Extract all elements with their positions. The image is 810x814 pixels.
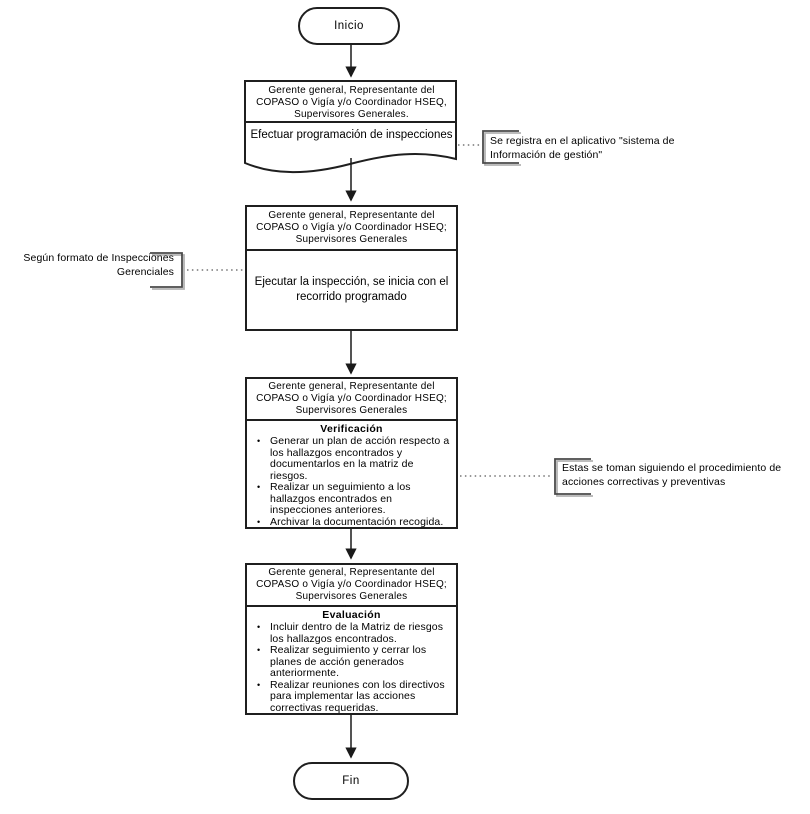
list-item: • Realizar reuniones con los directivos …	[247, 678, 456, 715]
step2-action: Ejecutar la inspección, se inicia con el…	[254, 276, 449, 303]
bullet-text: Realizar un seguimiento a los hallazgos …	[270, 481, 411, 516]
start-terminal: Inicio	[298, 7, 400, 45]
step4-responsible: Gerente general, Representante del COPAS…	[247, 565, 456, 607]
bullet-text: Archivar la documentación recogida.	[270, 515, 444, 528]
bullet-icon: •	[257, 645, 261, 655]
annotation-acciones-correctivas: Estas se toman siguiendo el procedimient…	[562, 462, 782, 488]
step4-title: Evaluación	[322, 609, 381, 621]
list-item: • Realizar un seguimiento a los hallazgo…	[247, 481, 456, 517]
step2-box: Gerente general, Representante del COPAS…	[245, 205, 458, 331]
end-terminal: Fin	[293, 762, 409, 800]
step4-bullet-list: • Incluir dentro de la Matriz de riesgos…	[247, 621, 456, 715]
bracket-shadow	[152, 254, 185, 290]
bullet-icon: •	[257, 482, 261, 492]
bracket-shadow	[484, 132, 521, 166]
annotation-bracket-right-2	[554, 458, 591, 495]
list-item: • Incluir dentro de la Matriz de riesgos…	[247, 621, 456, 645]
start-label: Inicio	[334, 20, 364, 32]
bullet-icon: •	[257, 679, 261, 690]
step3-box: Gerente general, Representante del COPAS…	[245, 377, 458, 529]
step4-box: Gerente general, Representante del COPAS…	[245, 563, 458, 715]
list-item: • Realizar seguimiento y cerrar los plan…	[247, 644, 456, 680]
bracket-shadow	[556, 460, 593, 497]
step3-title: Verificación	[320, 423, 383, 435]
document-shape-outline	[244, 80, 457, 174]
annotation-bracket-right-1	[482, 130, 519, 164]
annotation-formato-inspecciones: Según formato de Inspecciones Gerenciale…	[23, 252, 174, 278]
bullet-text: Realizar seguimiento y cerrar los planes…	[270, 644, 427, 679]
bullet-text: Generar un plan de acción respecto a los…	[270, 435, 450, 482]
list-item: • Archivar la documentación recogida.	[247, 515, 456, 529]
annotation-registro-aplicativo: Se registra en el aplicativo "sistema de…	[490, 135, 675, 161]
step1-responsible: Gerente general, Representante del COPAS…	[256, 85, 447, 120]
bullet-text: Incluir dentro de la Matriz de riesgos l…	[270, 621, 444, 645]
bullet-icon: •	[257, 516, 261, 527]
list-item: • Generar un plan de acción respecto a l…	[247, 435, 456, 482]
end-label: Fin	[342, 775, 360, 787]
bullet-icon: •	[257, 622, 261, 632]
step3-responsible: Gerente general, Representante del COPAS…	[247, 379, 456, 421]
bullet-text: Realizar reuniones con los directivos pa…	[270, 678, 445, 714]
step3-bullet-list: • Generar un plan de acción respecto a l…	[247, 435, 456, 529]
step1-action: Efectuar programación de inspecciones	[250, 129, 453, 141]
annotation-bracket-left	[150, 252, 183, 288]
step2-responsible: Gerente general, Representante del COPAS…	[247, 207, 456, 251]
bullet-icon: •	[257, 436, 261, 446]
